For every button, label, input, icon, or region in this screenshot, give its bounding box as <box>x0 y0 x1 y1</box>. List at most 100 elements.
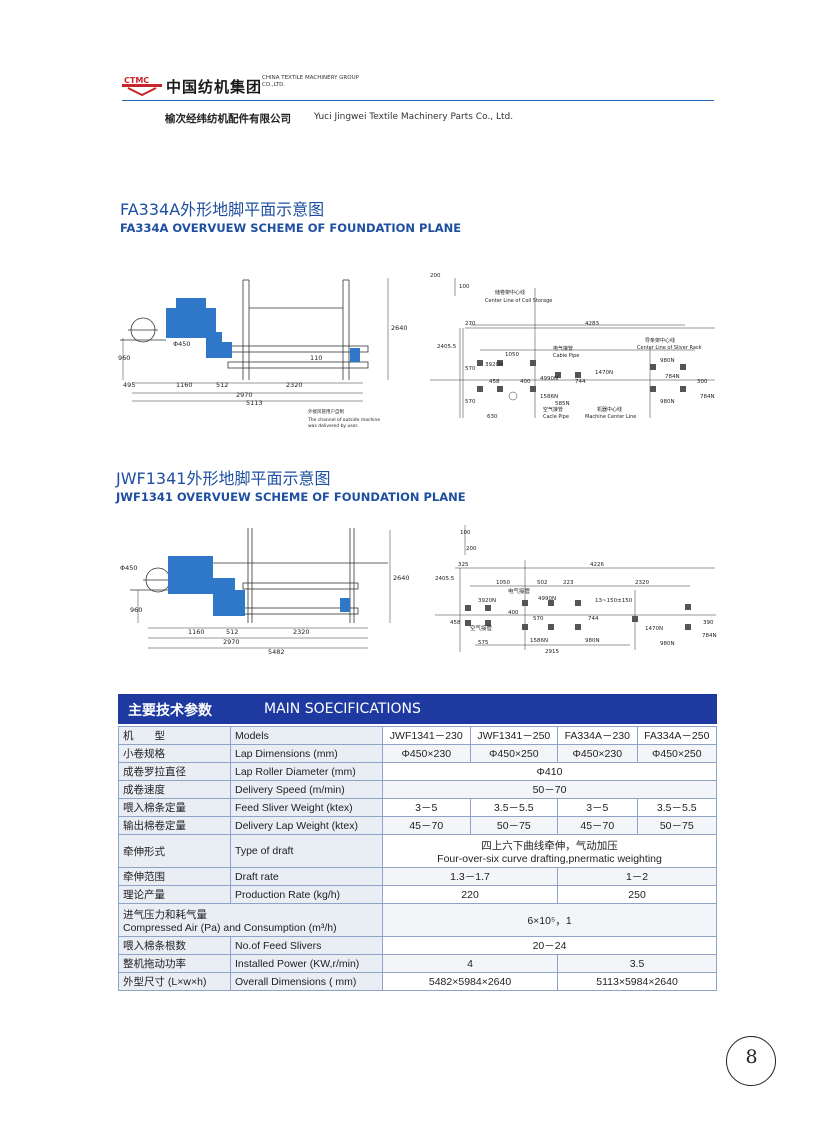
jwf1341-foundation-plan: 100 200 325 4226 2405.5 1050 502 223 232… <box>435 525 717 655</box>
jdim-5482: 5482 <box>268 648 285 656</box>
param-cn: 进气压力和耗气量 <box>123 908 207 921</box>
machine-centerline-cn: 机器中心线 <box>597 406 622 413</box>
jload-980a: 980N <box>585 638 600 644</box>
param-en: Lap Roller Diameter (mm) <box>230 762 383 781</box>
plan-dim-570b: 570 <box>465 399 476 405</box>
load-4990: 4990N <box>540 376 558 382</box>
jdim-1160: 1160 <box>188 628 205 636</box>
jplan-dim-range: 13~150±150 <box>595 598 633 604</box>
dim-512: 512 <box>216 381 228 389</box>
plan-dim-630: 630 <box>487 414 498 420</box>
jplan-dim-458: 458 <box>450 620 461 626</box>
jwf1341-title-cn: JWF1341外形地脚平面示意图 <box>116 469 331 488</box>
value-cell: Φ450×250 <box>636 744 718 763</box>
jplan-dim-502: 502 <box>537 580 548 586</box>
load-585: 585N <box>555 401 570 407</box>
jload-980b: 980N <box>660 641 675 647</box>
load-980a: 980N <box>660 358 675 364</box>
table-row: 牵伸范围 Draft rate 1.3－1.7 1－2 <box>118 867 717 886</box>
jdim-2640: 2640 <box>393 574 410 582</box>
value-cell: Φ410 <box>382 762 717 781</box>
plan-dim-270: 270 <box>465 321 476 327</box>
value-cell: Φ450×230 <box>557 744 638 763</box>
dim-960: 960 <box>118 354 130 362</box>
param-en: Draft rate <box>230 867 383 886</box>
value-cell: 50－75 <box>636 816 718 835</box>
jdim-960: 960 <box>130 606 142 614</box>
logo-text: CTMC <box>124 76 149 85</box>
value-cell: 220 <box>381 885 559 904</box>
param-cn: 输出棉卷定量 <box>118 816 231 835</box>
table-row: 输出棉卷定量 Delivery Lap Weight (ktex) 45－70 … <box>118 816 718 835</box>
table-row: 成卷罗拉直径 Lap Roller Diameter (mm) Φ410 <box>118 762 717 781</box>
param-cn: 喂入棉条根数 <box>118 936 231 955</box>
value-cell: 3.5 <box>557 954 717 973</box>
jload-1586: 1586N <box>530 638 548 644</box>
dim-495: 495 <box>123 381 135 389</box>
value-cell: 4 <box>381 954 559 973</box>
table-row: 整机拖动功率 Installed Power (KW,r/min) 4 3.5 <box>118 954 717 973</box>
param-cn: 整机拖动功率 <box>118 954 231 973</box>
jplan-dim-400: 400 <box>508 610 519 616</box>
load-784b: 784N <box>700 394 715 400</box>
param-cn: 成卷罗拉直径 <box>118 762 231 781</box>
param-label: 进气压力和耗气量 Compressed Air (Pa) and Consump… <box>118 903 383 937</box>
table-row: 牵伸形式 Type of draft 四上六下曲线牵伸，气动加压 Four-ov… <box>118 834 717 868</box>
value-cell: 1.3－1.7 <box>381 867 559 886</box>
param-en: Lap Dimensions (mm) <box>230 744 383 763</box>
draft-type-cn: 四上六下曲线牵伸，气动加压 <box>481 839 618 852</box>
company-name-cn: 榆次经纬纺机配件有限公司 <box>165 113 291 125</box>
jplan-dim-390: 390 <box>703 620 714 626</box>
jplan-dim-223: 223 <box>563 580 574 586</box>
plan-dim-570a: 570 <box>465 366 476 372</box>
value-cell: 45－70 <box>382 816 471 835</box>
plan-dim-2405: 2405.5 <box>437 344 457 350</box>
dim-2970: 2970 <box>236 391 253 399</box>
fa334a-foundation-plan: 200 100 270 4283 2405.5 1050 570 570 458… <box>430 273 715 420</box>
jwf1341-title-en: JWF1341 OVERVUEW SCHEME OF FOUNDATION PL… <box>116 490 466 504</box>
value-cell: 5482×5984×2640 <box>381 972 559 991</box>
company-name-en: Yuci Jingwei Textile Machinery Parts Co.… <box>314 112 514 122</box>
value-cell: 3.5－5.5 <box>636 798 718 817</box>
jplan-dim-4226: 4226 <box>590 562 604 568</box>
header-divider <box>122 100 714 101</box>
plan-dim-458: 458 <box>489 379 500 385</box>
guide-centerline-cn: 导条架中心线 <box>645 337 675 344</box>
specs-banner <box>118 694 717 724</box>
jdim-2970: 2970 <box>223 638 240 646</box>
jload-3920: 3920N <box>478 598 496 604</box>
fa334a-title-en: FA334A OVERVUEW SCHEME OF FOUNDATION PLA… <box>120 221 462 235</box>
param-en: Feed Sliver Weight (ktex) <box>230 798 383 817</box>
load-980b: 980N <box>660 399 675 405</box>
load-1470: 1470N <box>595 370 613 376</box>
param-cn: 机 型 <box>118 726 231 745</box>
table-row: 机 型 Models JWF1341－230 JWF1341－250 FA334… <box>118 726 718 745</box>
param-cn: 牵伸形式 <box>118 834 231 868</box>
table-row: 喂入棉条根数 No.of Feed Slivers 20－24 <box>118 936 717 955</box>
param-en: Delivery Lap Weight (ktex) <box>230 816 383 835</box>
param-en: Overall Dimensions ( mm) <box>230 972 383 991</box>
param-cn: 成卷速度 <box>118 780 231 799</box>
plan-dim-744: 744 <box>575 379 586 385</box>
table-row: 成卷速度 Delivery Speed (m/min) 50－70 <box>118 780 717 799</box>
air-pipe-en: Cacle Pipe <box>543 414 569 420</box>
specs-table: 机 型 Models JWF1341－230 JWF1341－250 FA334… <box>118 726 718 991</box>
model-cell: FA334A－230 <box>557 726 638 745</box>
dim-2640: 2640 <box>391 324 408 332</box>
value-cell: 四上六下曲线牵伸，气动加压 Four-over-six curve drafti… <box>382 834 717 868</box>
coil-centerline-en: Center Line of Coil Storage <box>485 298 552 304</box>
cable-pipe-en: Cable Pipe <box>553 353 579 359</box>
load-784a: 784N <box>665 374 680 380</box>
jwf1341-elevation-drawing: Φ450 1160 512 2320 2970 5482 960 2640 <box>120 528 410 656</box>
jplan-dim-744: 744 <box>588 616 599 622</box>
param-cn: 小卷规格 <box>118 744 231 763</box>
value-cell: 1－2 <box>557 867 717 886</box>
table-row: 理论产量 Production Rate (kg/h) 220 250 <box>118 885 717 904</box>
channel-note-en1: The channel of outside machine <box>307 417 380 423</box>
draft-type-en: Four-over-six curve drafting,pnermatic w… <box>437 852 662 865</box>
load-1586: 1586N <box>540 394 558 400</box>
specs-title-cn: 主要技术参数 <box>128 703 212 719</box>
coil-centerline-cn: 储卷架中心线 <box>495 289 525 296</box>
param-en: Delivery Speed (m/min) <box>230 780 383 799</box>
plan-dim-200: 200 <box>430 273 441 279</box>
